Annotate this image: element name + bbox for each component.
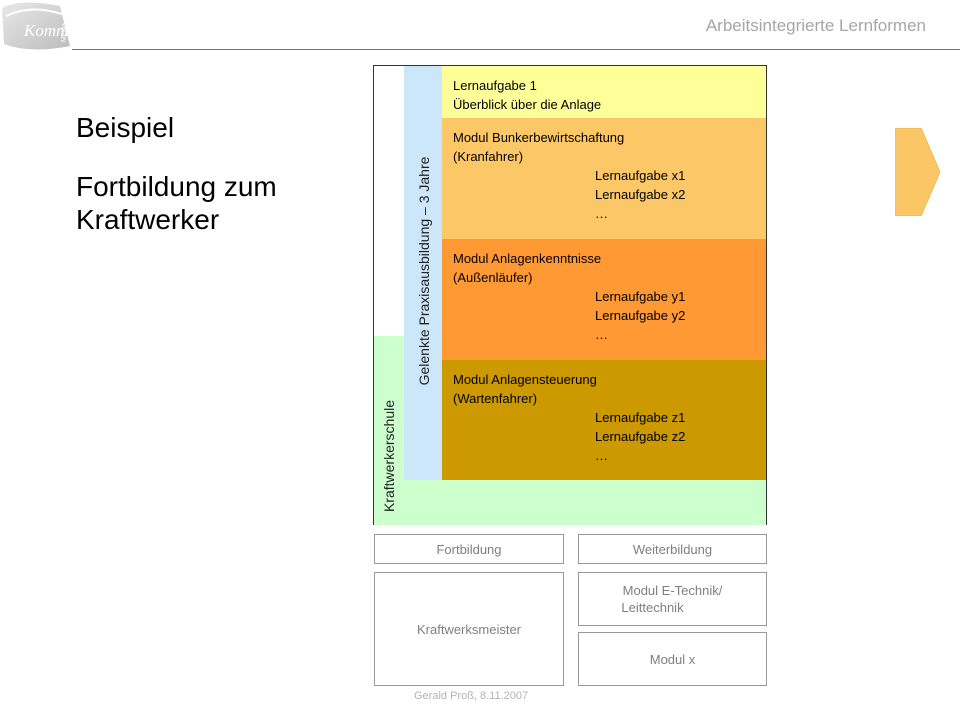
practice-band [404, 66, 442, 480]
komm-media-logo: Komm Media [0, 0, 76, 52]
logo-subtext: Media [61, 23, 68, 42]
heading-title: Fortbildung zum Kraftwerker [76, 171, 277, 235]
weiterbildung-box: Weiterbildung [578, 534, 767, 564]
module-etechnik-line1: Modul E-Technik/ [622, 583, 723, 598]
header-divider [72, 49, 960, 50]
module-title: Modul Bunkerbewirtschaftung [453, 130, 625, 145]
module-title: Modul Anlagensteuerung [453, 372, 597, 387]
task-1-block: Lernaufgabe 1 Überblick über die Anlage [442, 66, 766, 118]
module-task: Lernaufgabe y1 [595, 289, 686, 304]
module-role: (Wartenfahrer) [453, 391, 538, 406]
module-task-ellipsis: … [595, 206, 608, 221]
module-task: Lernaufgabe z1 [595, 410, 686, 425]
module-task: Lernaufgabe z2 [595, 429, 686, 444]
kraftwerksmeister-box: Kraftwerksmeister [374, 572, 564, 686]
module-anlagen-block: Modul Anlagenkenntnisse (Außenläufer) Le… [442, 239, 766, 360]
task-1-title: Lernaufgabe 1 [453, 78, 537, 93]
module-bunker-block: Modul Bunkerbewirtschaftung (Kranfahrer)… [442, 118, 766, 239]
school-label: Kraftwerkerschule [381, 399, 397, 513]
module-task-ellipsis: … [595, 448, 608, 463]
module-etechnik-box: Modul E-Technik/ Leittechnik [578, 572, 767, 626]
arrow-right-icon [894, 127, 941, 217]
task-1-description: Überblick über die Anlage [453, 97, 602, 112]
module-steuerung-block: Modul Anlagensteuerung (Wartenfahrer) Le… [442, 360, 766, 480]
module-etechnik-line2: Leittechnik [621, 600, 684, 615]
practice-label: Gelenkte Praxisausbildung – 3 Jahre [416, 156, 432, 386]
module-title: Modul Anlagenkenntnisse [453, 251, 602, 266]
module-task-ellipsis: … [595, 327, 608, 342]
module-task: Lernaufgabe x2 [595, 187, 686, 202]
module-role: (Kranfahrer) [453, 149, 524, 164]
fortbildung-box: Fortbildung [374, 534, 564, 564]
heading-example: Beispiel [76, 112, 175, 143]
header-title: Arbeitsintegrierte Lernformen [705, 16, 926, 35]
footer-author-date: Gerald Proß, 8.11.2007 [414, 690, 529, 702]
module-task: Lernaufgabe y2 [595, 308, 686, 323]
module-x-box: Modul x [578, 632, 767, 686]
logo-text: Komm [23, 21, 68, 40]
module-task: Lernaufgabe x1 [595, 168, 686, 183]
module-role: (Außenläufer) [453, 270, 533, 285]
